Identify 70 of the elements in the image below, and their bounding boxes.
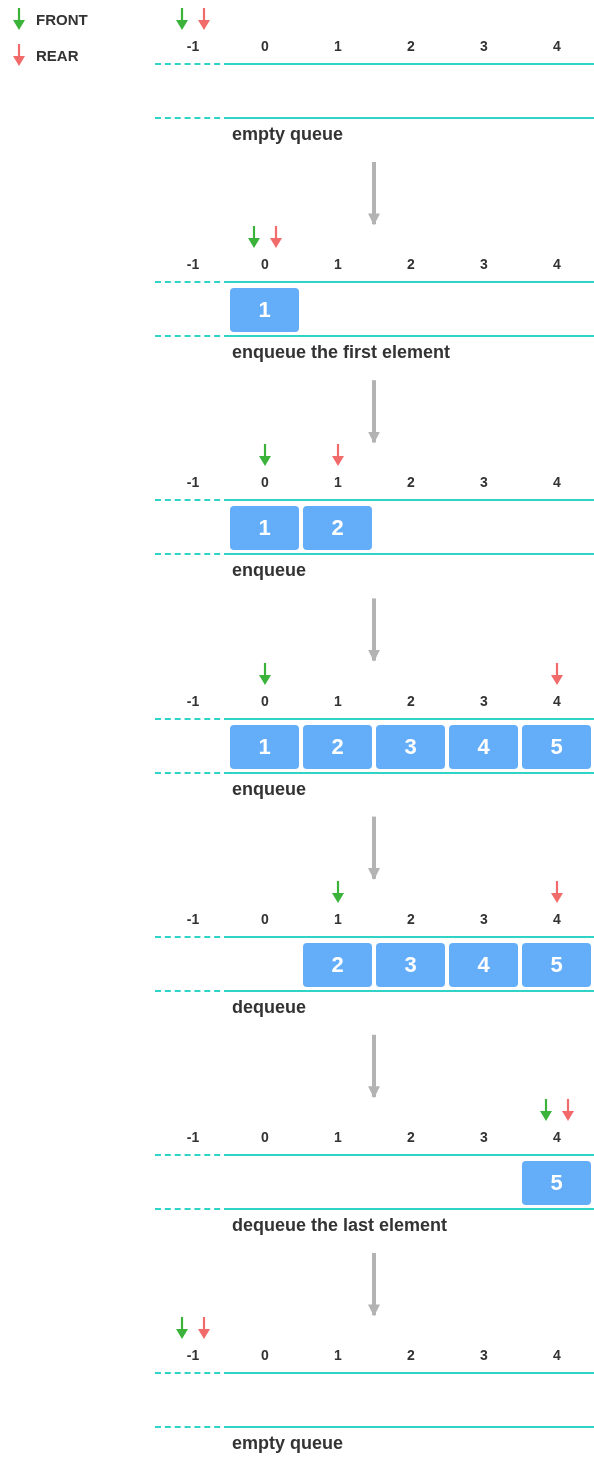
queue-element: 1	[230, 506, 299, 551]
index-label: 4	[552, 910, 562, 927]
queue-element: 5	[522, 942, 591, 987]
index-label: -1	[185, 256, 201, 273]
index-label: 4	[552, 692, 562, 709]
index-label: 3	[479, 38, 489, 54]
index-label: -1	[185, 1347, 201, 1364]
index-label: 0	[260, 38, 270, 54]
queue-element: 3	[376, 724, 445, 769]
stage-caption: enqueue	[232, 778, 306, 800]
index-label: -1	[185, 38, 201, 54]
index-label: 0	[260, 474, 270, 491]
stage-caption: dequeue the last element	[232, 1215, 448, 1236]
index-label: 4	[552, 1347, 562, 1364]
index-label: 3	[479, 1347, 489, 1364]
index-label: 1	[333, 692, 343, 709]
index-label: 3	[479, 1129, 489, 1145]
stage-caption: dequeue	[232, 996, 306, 1018]
queue-element: 2	[303, 724, 372, 769]
queue-element: 1	[230, 288, 299, 333]
index-label: 1	[333, 38, 343, 54]
index-label: 2	[406, 256, 416, 273]
queue-element: 3	[376, 942, 445, 987]
stage-caption: enqueue	[232, 560, 306, 582]
index-label: 1	[333, 910, 343, 927]
arrow	[368, 380, 380, 444]
queue-element: 1	[230, 724, 299, 769]
queue-element: 5	[522, 724, 591, 769]
index-label: 4	[552, 38, 562, 54]
stage-caption: empty queue	[232, 1433, 344, 1455]
index-label: 3	[479, 256, 489, 273]
index-label: -1	[185, 474, 201, 491]
index-label: -1	[185, 692, 201, 709]
arrow	[368, 1253, 380, 1317]
index-label: 1	[333, 1129, 343, 1145]
queue-element: 5	[522, 1161, 591, 1205]
legend-text: FRONT	[36, 11, 88, 28]
arrow	[368, 162, 380, 226]
index-label: 1	[333, 256, 343, 273]
index-label: 0	[260, 910, 270, 927]
legend-text: REAR	[36, 47, 79, 64]
index-label: -1	[185, 910, 201, 927]
arrow	[368, 598, 380, 662]
index-label: 1	[333, 1347, 343, 1364]
arrow	[368, 1034, 380, 1099]
stage-caption: empty queue	[232, 124, 344, 145]
index-label: 4	[552, 474, 562, 491]
index-label: 2	[406, 1129, 416, 1145]
index-label: 2	[406, 474, 416, 491]
queue-element: 4	[449, 724, 518, 769]
index-label: 2	[406, 1347, 416, 1364]
index-label: 0	[260, 692, 270, 709]
index-label: 3	[479, 910, 489, 927]
index-label: 1	[333, 474, 343, 491]
queue-element: 2	[303, 942, 372, 987]
index-label: 0	[260, 1129, 270, 1145]
stage-caption: enqueue the first element	[232, 342, 451, 364]
index-label: 2	[406, 692, 416, 709]
arrow	[368, 816, 380, 880]
index-label: -1	[185, 1129, 201, 1145]
index-label: 4	[552, 1129, 562, 1145]
queue-element: 4	[449, 942, 518, 987]
index-label: 3	[479, 474, 489, 491]
index-label: 2	[406, 38, 416, 54]
index-label: 0	[260, 256, 270, 273]
queue-element: 2	[303, 506, 372, 551]
index-label: 4	[552, 256, 562, 273]
index-label: 3	[479, 692, 489, 709]
index-label: 2	[406, 910, 416, 927]
index-label: 0	[260, 1347, 270, 1364]
